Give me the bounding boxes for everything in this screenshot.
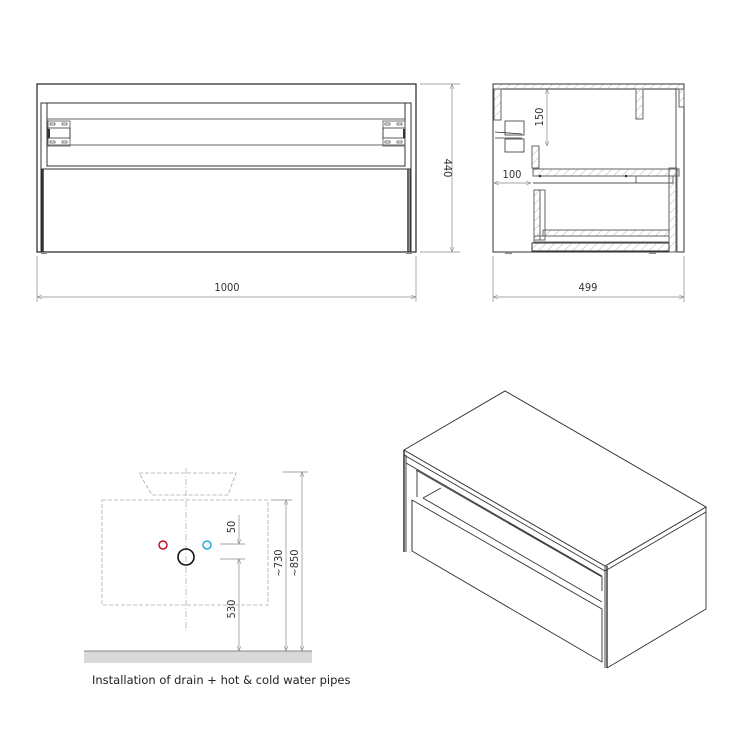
cabinet-height-label: ~730 xyxy=(272,549,285,576)
side-view xyxy=(492,83,685,302)
hot-pipe-icon xyxy=(158,540,168,550)
side-top-gap-label: 150 xyxy=(533,108,546,127)
side-back-gap-label: 100 xyxy=(503,168,522,181)
side-depth-label: 499 xyxy=(579,281,598,294)
wall-bracket-left xyxy=(47,120,71,147)
pipe-spacing-label: 50 xyxy=(225,521,238,534)
cold-pipe-icon xyxy=(202,540,212,550)
installation-view xyxy=(84,468,312,663)
drain-icon xyxy=(177,548,195,566)
installation-caption: Installation of drain + hot & cold water… xyxy=(92,673,351,687)
front-view xyxy=(36,83,460,302)
wall-bracket-right xyxy=(382,120,406,147)
isometric-view xyxy=(403,390,707,669)
drain-height-label: 530 xyxy=(225,600,238,619)
front-width-label: 1000 xyxy=(214,281,239,294)
front-height-label: 440 xyxy=(441,159,454,178)
basin-height-label: ~850 xyxy=(288,549,301,576)
